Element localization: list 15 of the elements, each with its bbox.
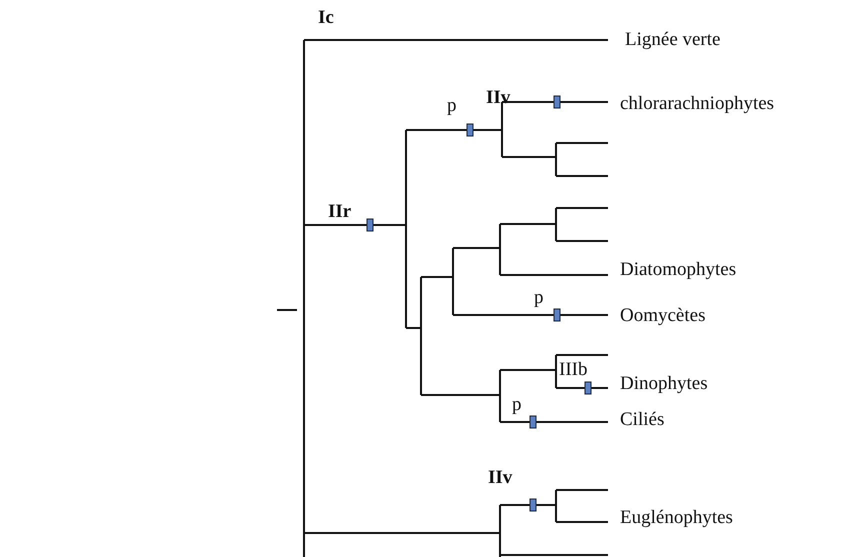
taxon-label: chlorarachniophytes <box>620 93 774 115</box>
branch-label: IIIb <box>559 359 588 381</box>
taxon-label: Diatomophytes <box>620 259 736 281</box>
branch-label: IIv <box>488 467 512 489</box>
branch-label: IIr <box>328 201 352 223</box>
branch-label: Ic <box>318 7 334 29</box>
branch-label: p <box>447 95 456 117</box>
branch-label: p <box>512 394 522 416</box>
taxon-label: Euglénophytes <box>620 507 733 529</box>
branch-label: IIv <box>486 87 510 109</box>
branch-label: p <box>534 287 544 309</box>
taxon-label: Dinophytes <box>620 373 708 395</box>
taxon-label: Lignée verte <box>625 29 720 51</box>
taxon-label: Ciliés <box>620 409 664 431</box>
taxon-label: Oomycètes <box>620 305 706 327</box>
